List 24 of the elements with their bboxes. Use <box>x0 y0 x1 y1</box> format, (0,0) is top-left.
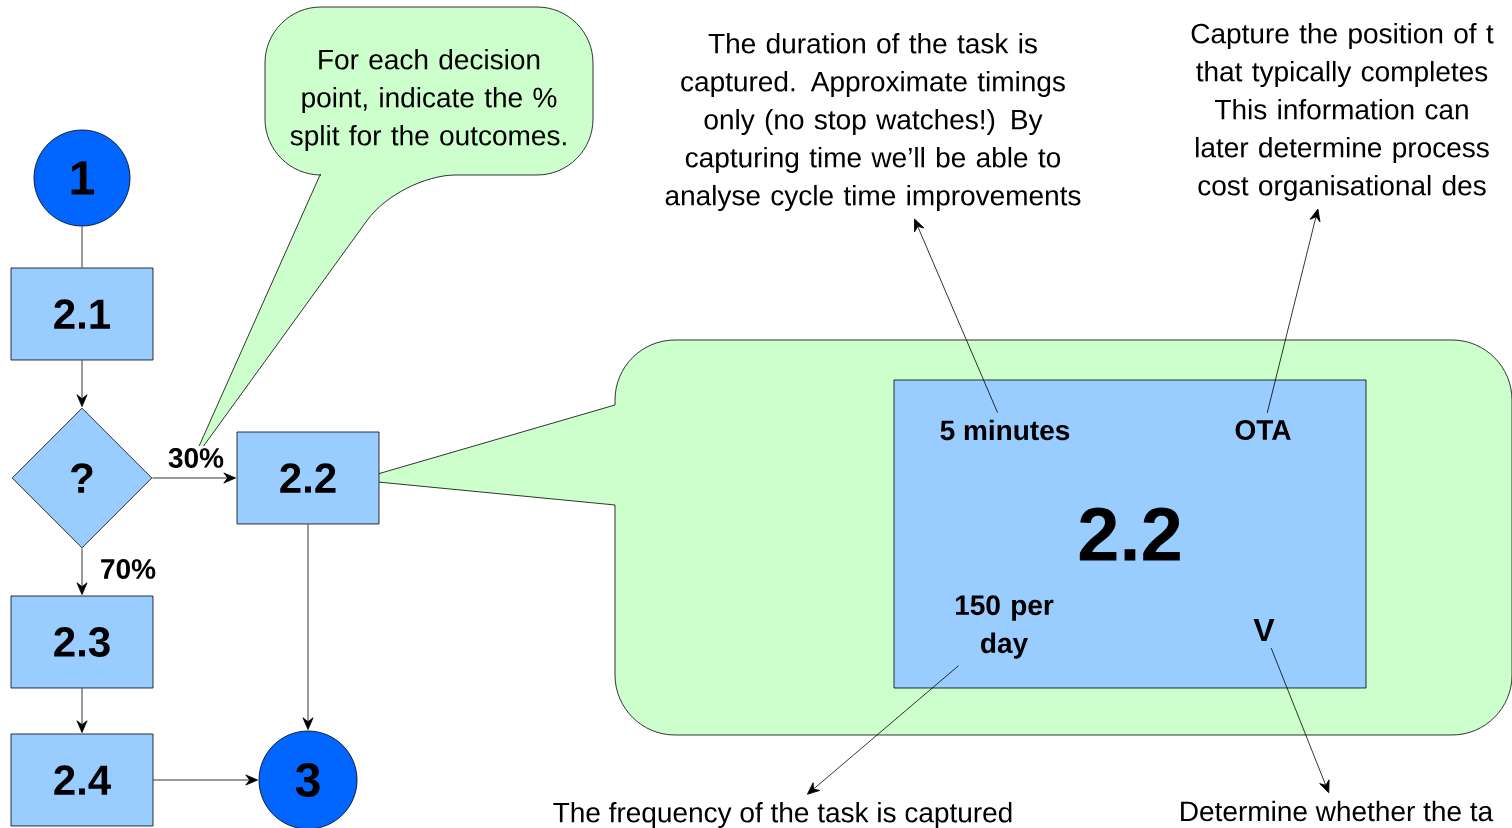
arrow <box>152 472 236 484</box>
arrow <box>76 548 88 595</box>
edge-label: 30% <box>166 446 227 470</box>
duration-label: 5 minutes <box>940 419 1070 441</box>
arrow <box>153 774 258 786</box>
arrow <box>76 688 88 733</box>
position-label: OTA <box>1235 420 1291 440</box>
arrow <box>1266 208 1321 414</box>
process-box: 2.2 <box>236 431 380 525</box>
annotation-text: Capture the position of t that typically completes This information can later determine process cost organisational des <box>1191 22 1494 202</box>
process-box: 2.1 <box>10 267 154 361</box>
process-box: 2.4 <box>10 733 154 827</box>
arrow <box>914 218 998 414</box>
edge-label: 70% <box>98 557 158 581</box>
arrow <box>76 360 88 407</box>
annotation-text: The frequency of the task is captured <box>553 801 1012 828</box>
arrow <box>1270 647 1330 794</box>
frequency-label: 150 per day <box>955 595 1054 659</box>
annotation-text: The duration of the task is captured. Approximate timings only (no stop watches!) By capturing time we’ll be able to analyse cycle time improvements <box>665 32 1081 212</box>
process-box: 2.3 <box>10 595 154 689</box>
value-label: V <box>1253 619 1275 641</box>
arrow <box>807 665 959 795</box>
annotation-text: Determine whether the ta <box>1181 800 1494 822</box>
arrow <box>302 524 314 730</box>
